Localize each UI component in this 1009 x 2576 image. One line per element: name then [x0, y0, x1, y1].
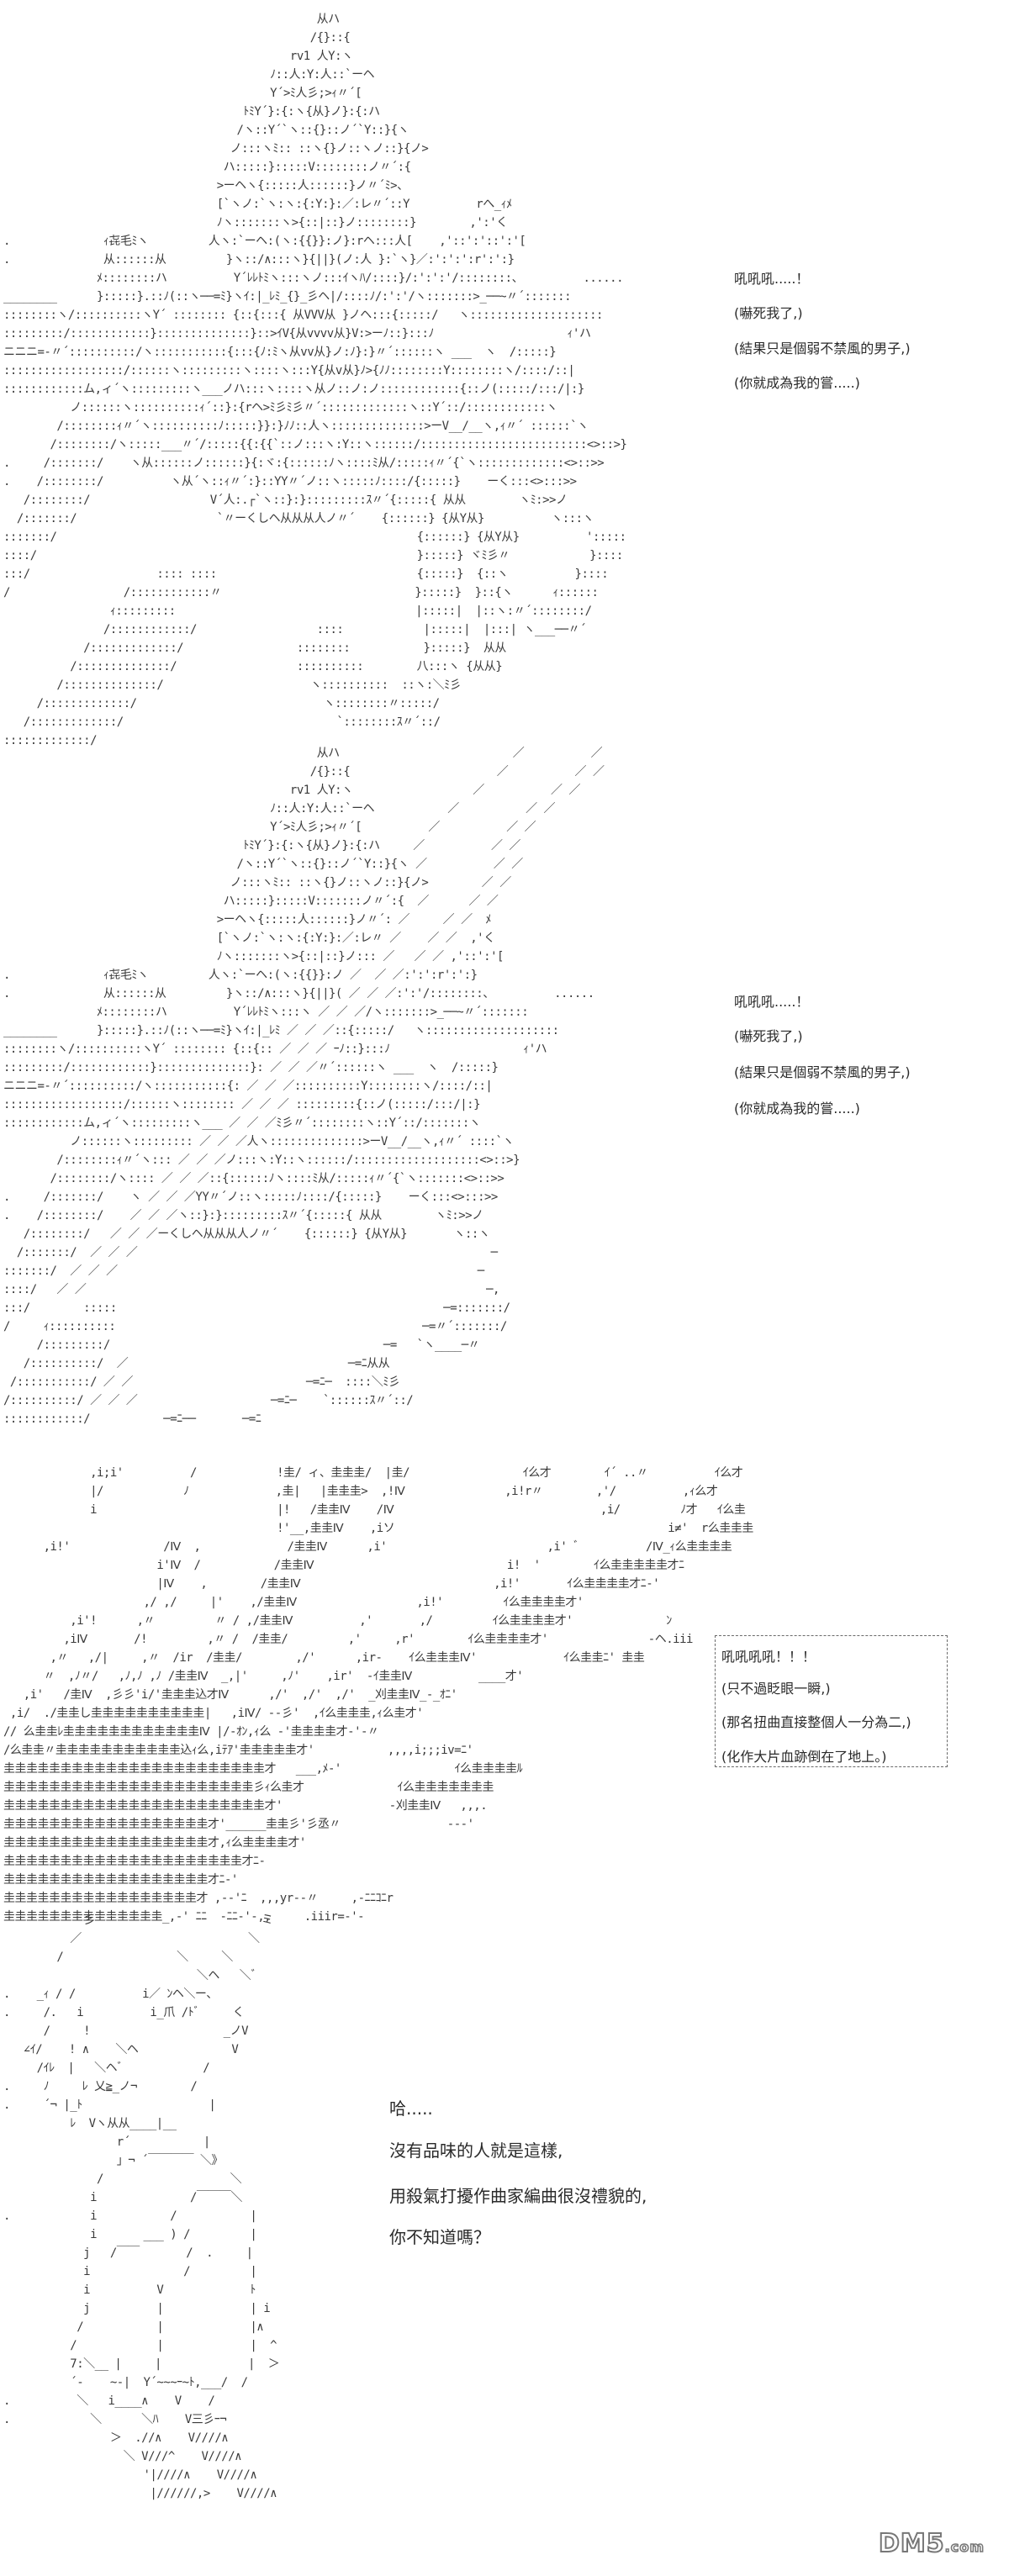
- dialogue-line: 沒有品味的人就是這樣,: [389, 2141, 563, 2161]
- dm5-watermark-logo: DM5.com: [878, 2528, 985, 2559]
- dialogue-line: (嚇死我了,): [734, 1028, 803, 1044]
- dialogue-line: (那名扭曲直接整個人一分為二,): [721, 1714, 911, 1730]
- dialogue-line: (結果只是個弱不禁風的男子,): [734, 1064, 911, 1080]
- ascii-art-panel-2: 从ハ ／ ／ /{}::{ ／ ／ ／ rv1 人Y:ヽ ／: [3, 747, 605, 1426]
- dialogue-line: (你就成為我的嘗.....): [734, 375, 860, 391]
- dialogue-line: 用殺氣打擾作曲家編曲很沒禮貌的,: [389, 2186, 647, 2206]
- dialogue-line: 哈.....: [389, 2098, 433, 2119]
- dialogue-line: (只不過眨眼一瞬,): [721, 1681, 831, 1697]
- logo-suffix: .com: [944, 2538, 985, 2556]
- dialogue-line: (結果只是個弱不禁風的男子,): [734, 340, 911, 356]
- dialogue-line: 吼吼吼吼！！！: [721, 1649, 816, 1665]
- ascii-art-panel-1: 从ハ /{}::{ rv1 人Y:ヽ ﾉ::人:Y:人::`ーヘ: [3, 13, 627, 747]
- ascii-art-panel-3: ,i;i' / !圭/ ィ、圭圭圭/ |圭/ ｲ么才 ｲ´ ..〃 ｲ么才 |/…: [3, 1466, 753, 1924]
- dialogue-line: 你不知道嗎？: [389, 2227, 490, 2247]
- logo-brand: DM5: [878, 2528, 945, 2559]
- dialogue-line: 吼吼吼.....！: [734, 271, 810, 287]
- dialogue-line: (化作大片血跡倒在了地上。): [721, 1749, 887, 1765]
- dialogue-line: 吼吼吼.....！: [734, 994, 810, 1010]
- dialogue-box: [715, 1635, 948, 1767]
- ascii-art-panel-4: 彡 ミ ／ ＼ / ＼ ＼ ＼ヘ ＼ﾞ . _ｨ / / i／ ﾝヘ＼ー、 . …: [3, 1914, 280, 2500]
- dialogue-line: (你就成為我的嘗.....): [734, 1101, 860, 1116]
- dialogue-line: (嚇死我了,): [734, 305, 803, 321]
